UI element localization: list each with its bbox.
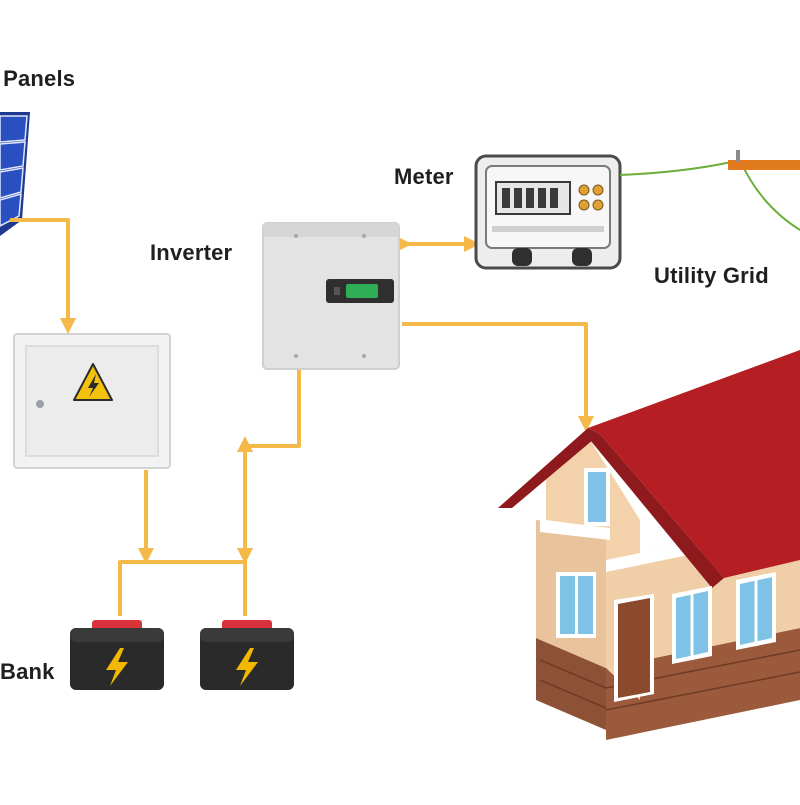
- house-icon: [498, 350, 800, 740]
- wire-inverter-to-house: [402, 322, 594, 432]
- wires: [10, 218, 594, 616]
- meter-icon: [474, 154, 622, 270]
- lightning-warning-icon: [73, 363, 113, 401]
- power-pole-icon: [619, 150, 800, 231]
- battery-bolt-icon: [200, 620, 294, 690]
- battery-bank-label: Bank: [0, 659, 55, 684]
- inverter-label: Inverter: [150, 240, 233, 265]
- meter-label: Meter: [394, 164, 454, 189]
- utility-grid-label: Utility Grid: [654, 263, 769, 288]
- wire-panel-to-box: [10, 218, 76, 334]
- battery-bolt-icon: [70, 620, 164, 690]
- solar-panel-icon: [0, 112, 30, 236]
- solar-panels-label: r Panels: [0, 66, 76, 91]
- inverter-icon: [262, 222, 400, 370]
- combiner-box: [13, 333, 171, 469]
